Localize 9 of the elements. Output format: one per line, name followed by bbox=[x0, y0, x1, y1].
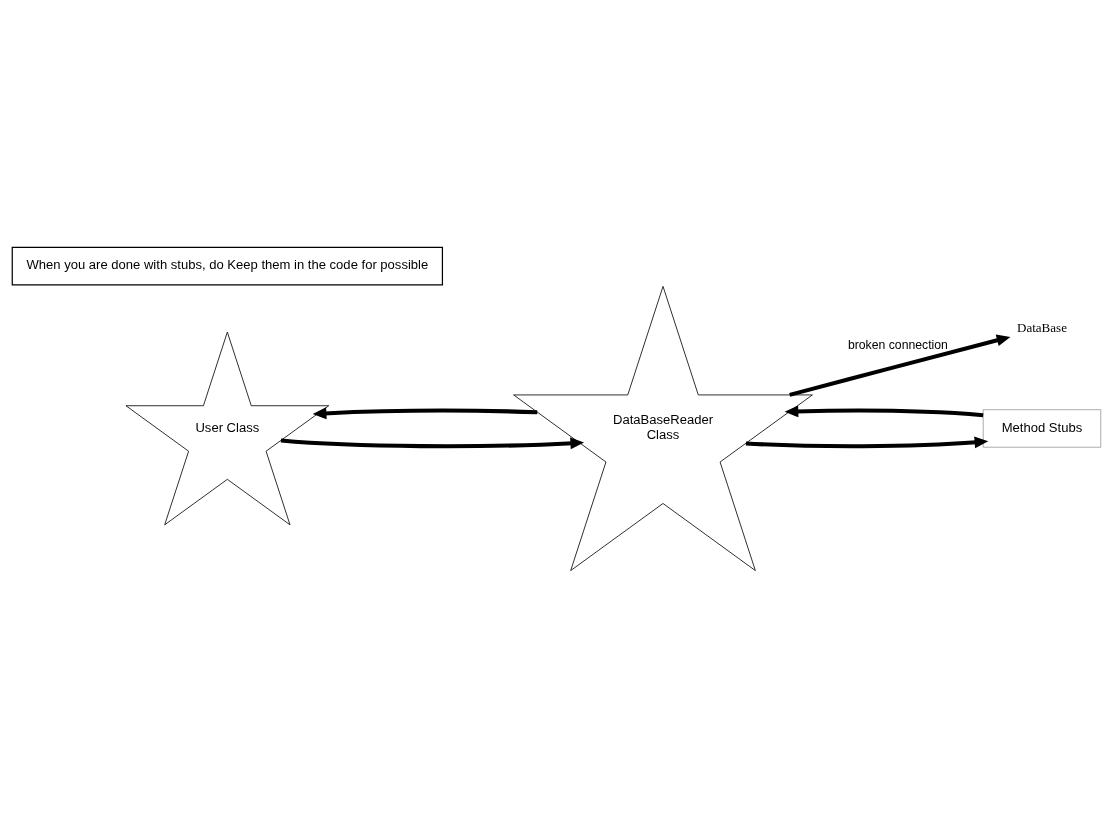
arrow bbox=[312, 407, 538, 420]
node-box: Method Stubs bbox=[982, 409, 1102, 448]
node-box: When you are done with stubs, do Keep them in the code for possible bbox=[11, 246, 444, 286]
arrow bbox=[745, 436, 989, 449]
arrow bbox=[789, 334, 1011, 397]
node-text: DataBase bbox=[1016, 319, 1067, 335]
arrow bbox=[280, 437, 585, 450]
arrow bbox=[784, 405, 984, 418]
edge-label: broken connection bbox=[847, 338, 948, 353]
